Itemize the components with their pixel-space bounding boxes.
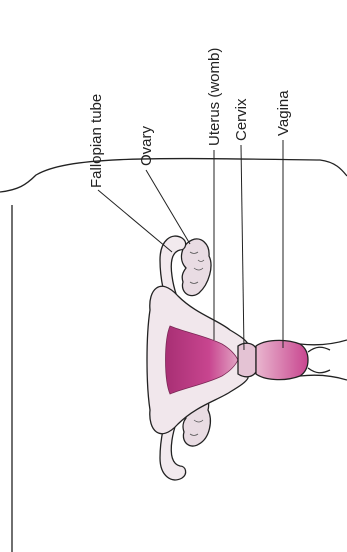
cervix-label: Cervix [233, 98, 250, 141]
vaginal-opening [308, 347, 330, 373]
fallopian-tube-label: Fallopian tube [88, 94, 105, 188]
uterus-label: Uterus (womb) [206, 48, 223, 146]
cervix-leader [241, 145, 244, 350]
ovary-label: Ovary [138, 125, 155, 166]
cervix [238, 343, 256, 377]
ovary-upper [181, 239, 210, 296]
fallopian-tube-leader [98, 190, 172, 252]
body-outline [0, 159, 347, 192]
ovary-leader [146, 170, 190, 244]
vagina-label: Vagina [275, 90, 292, 136]
vagina [256, 340, 308, 379]
